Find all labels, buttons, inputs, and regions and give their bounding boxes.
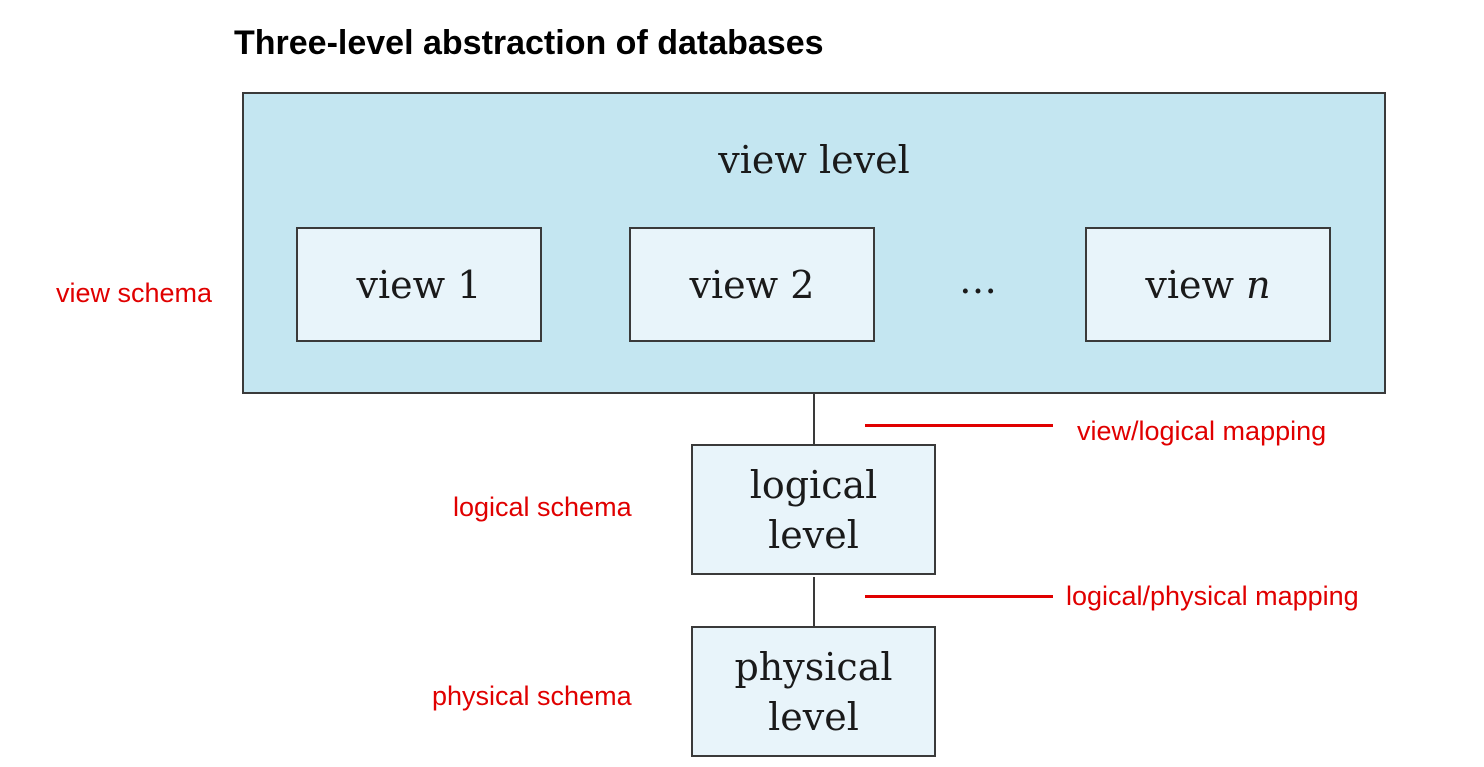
view-2-label: view 2 bbox=[689, 262, 815, 307]
page-title: Three-level abstraction of databases bbox=[234, 24, 824, 62]
logical-level-line1: logical bbox=[749, 462, 878, 507]
logical-level-box: logical level bbox=[691, 444, 936, 575]
physical-schema-label: physical schema bbox=[432, 681, 632, 711]
physical-level-box: physical level bbox=[691, 626, 936, 757]
view-1-box: view 1 bbox=[296, 227, 542, 342]
logical-physical-mapping-label: logical/physical mapping bbox=[1066, 581, 1359, 611]
physical-level-line1: physical bbox=[734, 644, 893, 689]
view-n-label: view n bbox=[1145, 260, 1270, 310]
physical-level-line2: level bbox=[768, 694, 859, 739]
logical-physical-mapping-line bbox=[865, 595, 1053, 598]
logical-physical-connector bbox=[813, 577, 815, 626]
view-n-italic-suffix: n bbox=[1246, 262, 1271, 307]
view-level-label: view level bbox=[718, 138, 910, 182]
logical-schema-label: logical schema bbox=[453, 492, 632, 522]
view-n-box: view n bbox=[1085, 227, 1331, 342]
view-schema-label: view schema bbox=[56, 278, 213, 308]
view-logical-mapping-label: view/logical mapping bbox=[1077, 416, 1327, 446]
logical-level-line2: level bbox=[768, 512, 859, 557]
views-ellipsis: … bbox=[959, 258, 1001, 302]
view-logical-connector bbox=[813, 392, 815, 444]
view-2-box: view 2 bbox=[629, 227, 875, 342]
view-n-prefix: view bbox=[1145, 262, 1247, 307]
view-logical-mapping-line bbox=[865, 424, 1053, 427]
view-1-label: view 1 bbox=[356, 262, 482, 307]
